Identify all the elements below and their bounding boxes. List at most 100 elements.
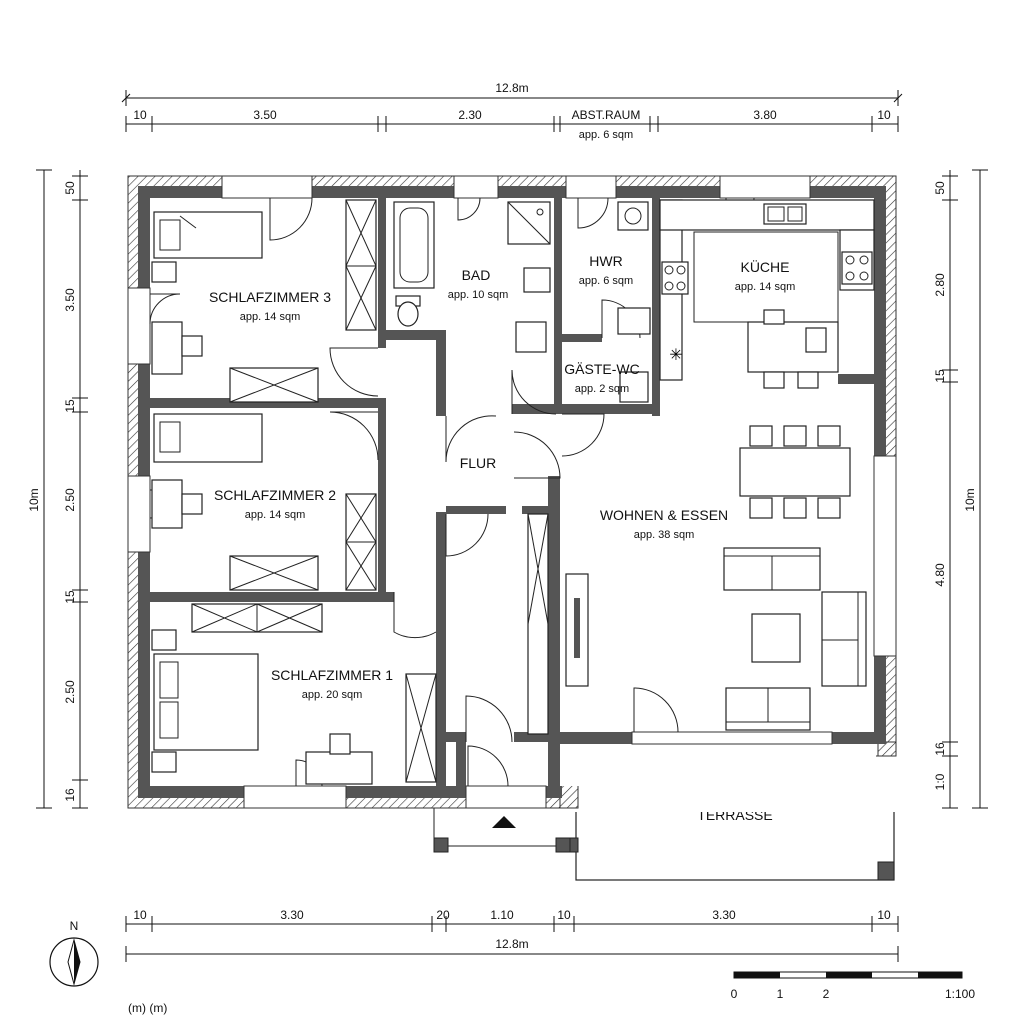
top-seg-3: 2.30 [458,108,482,122]
bottom-seg-6: 3.30 [712,908,736,922]
left-seg-5: 15 [63,590,77,604]
toilet-bad [395,295,421,327]
north-label: N [70,919,79,933]
room-area-hwr: app. 6 sqm [579,275,633,287]
wardrobe-1 [191,603,323,633]
washing-machine-icon [617,201,649,231]
left-total-label: 10m [27,488,41,511]
bottom-seg-3: 20 [436,908,450,922]
sofa-right [821,591,867,687]
nightstand-1b [151,751,177,773]
room-name-hwr: HWR [589,253,622,269]
bottom-seg-1: 10 [133,908,147,922]
right-dimension-total: 10m [963,169,988,809]
sofa-top [723,547,821,591]
coffee-table [751,613,801,663]
right-dimension-segments: 50 2.80 15 4.80 16 1:0 [933,170,958,809]
kitchen-table [747,309,839,389]
bottom-seg-5: 10 [557,908,571,922]
hwr-shelf [617,307,651,335]
bottom-total-label: 12.8m [495,937,528,951]
closet-bed-1 [405,673,437,783]
bed-2 [153,413,263,463]
left-seg-2: 3.50 [63,288,77,312]
room-area-schlafzimmer1: app. 20 sqm [302,689,363,701]
room-name-schlafzimmer3: SCHLAFZIMMER 3 [209,289,331,305]
right-seg-1: 50 [933,181,947,195]
bathtub [393,201,435,289]
right-total-label: 10m [963,488,977,511]
closet-bad-side [345,199,377,331]
room-area-schlafzimmer3: app. 14 sqm [240,311,301,323]
wardrobe-2 [229,555,319,591]
top-dimension-total: 12.8m [121,81,903,106]
top-total-label: 12.8m [495,81,528,95]
room-name-schlafzimmer2: SCHLAFZIMMER 2 [214,487,336,503]
right-seg-2: 2.80 [933,273,947,297]
sofa-bottom [725,687,811,731]
scale-tick-0: 0 [731,987,738,1001]
room-labels: SCHLAFZIMMER 3 app. 14 sqm SCHLAFZIMMER … [209,253,795,701]
left-seg-7: 16 [63,788,77,802]
room-area-bad: app. 10 sqm [448,289,509,301]
room-area-schlafzimmer2: app. 14 sqm [245,509,306,521]
desk-3 [151,321,203,375]
abst-raum-area: app. 6 sqm [579,129,633,141]
bottom-seg-4: 1.10 [490,908,514,922]
stove-left-icon [661,261,689,295]
room-name-schlafzimmer1: SCHLAFZIMMER 1 [271,667,393,683]
room-area-gaeste-wc: app. 2 sqm [575,383,629,395]
room-area-kueche: app. 14 sqm [735,281,796,293]
dining-table [739,425,851,519]
scale-tick-1: 1 [777,987,784,1001]
bed-3 [153,211,263,259]
tv-cabinet [565,573,589,687]
windows [127,175,897,809]
entrance-canopy [433,808,571,853]
room-name-kueche: KÜCHE [740,258,789,275]
nightstand-3 [151,261,177,283]
units-label: (m) (m) [128,1001,167,1015]
flur-closet [527,513,549,735]
entrance-arrow-icon [492,816,516,828]
left-dimension-segments: 50 3.50 15 2.50 15 2.50 16 [63,170,88,809]
scale-tick-2: 2 [823,987,830,1001]
wardrobe-3 [229,367,319,403]
top-seg-4: 3.80 [753,108,777,122]
top-seg-1: 10 [133,108,147,122]
scale-ratio: 1:100 [945,987,975,1001]
bottom-dimension-segments: 10 3.30 20 1.10 10 3.30 10 [125,908,899,932]
north-arrow-icon: N [49,919,99,987]
right-seg-6: 1:0 [933,773,947,790]
nightstand-1a [151,629,177,651]
left-seg-6: 2.50 [63,680,77,704]
top-dimension-segments: 10 3.50 2.30 ABST.RAUM app. 6 sqm 3.80 1… [125,108,899,141]
left-seg-3: 15 [63,399,77,413]
desk-2 [151,479,203,529]
scale-bar: 0 1 2 1:100 [731,971,975,1001]
top-seg-5: 10 [877,108,891,122]
bottom-seg-7: 10 [877,908,891,922]
abst-raum-label: ABST.RAUM [572,108,641,122]
left-seg-1: 50 [63,181,77,195]
stove-right-icon [841,251,873,285]
right-seg-4: 4.80 [933,563,947,587]
bottom-seg-2: 3.30 [280,908,304,922]
right-seg-5: 16 [933,742,947,756]
room-name-wohnen: WOHNEN & ESSEN [600,507,728,523]
left-dimension-total: 10m [27,169,52,809]
right-seg-3: 15 [933,369,947,383]
top-seg-2: 3.50 [253,108,277,122]
bed-1 [153,653,259,751]
room-name-flur: FLUR [460,455,497,471]
room-name-gaeste-wc: GÄSTE-WC [564,361,639,377]
toilet-wc [619,371,649,403]
left-seg-4: 2.50 [63,488,77,512]
shower [507,201,551,245]
room-area-wohnen: app. 38 sqm [634,529,695,541]
desk-1 [305,733,373,785]
closet-bed-2 [345,493,377,591]
bottom-dimension-total: 12.8m [125,937,899,962]
room-name-bad: BAD [462,267,491,283]
